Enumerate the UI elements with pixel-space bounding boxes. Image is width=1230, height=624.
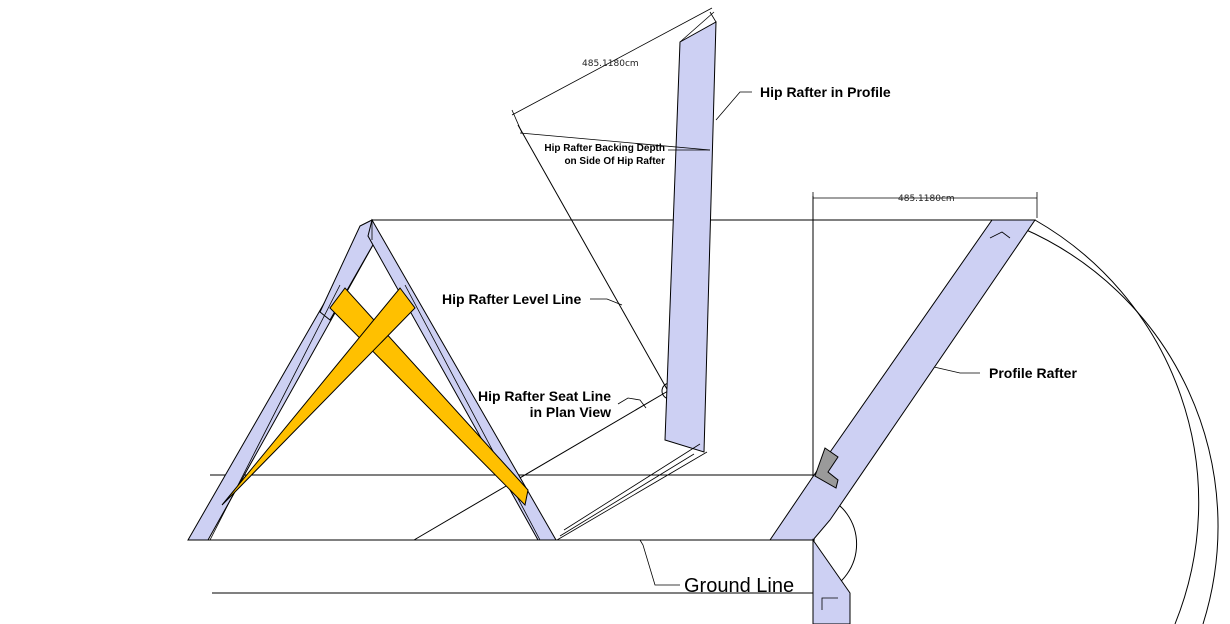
hip-plan-frame: [187, 218, 557, 541]
seat-line-label-2: in Plan View: [530, 404, 612, 420]
brace-group: [221, 287, 529, 507]
birdsmouth-notch: [814, 447, 839, 489]
profile-dimension: 485.1180cm: [812, 192, 1038, 218]
hip-dimension-label: 485.1180cm: [582, 59, 639, 69]
hip-rafter-profile: [556, 11, 717, 541]
label-group: Hip Rafter in Profile Hip Rafter Backing…: [442, 84, 1077, 597]
seat-line-plan: [413, 390, 669, 541]
backing-depth-label-1: Hip Rafter Backing Depth: [544, 143, 665, 154]
profile-rafter-top-notch: [989, 231, 1011, 239]
backing-depth-label-2: on Side Of Hip Rafter: [564, 156, 665, 167]
hip-plan-right-inner: [404, 284, 541, 541]
hip-plan-right-outer: [367, 218, 557, 541]
brace-right-to-left: [221, 287, 416, 506]
leader-level-line: [590, 298, 623, 306]
leader-profile-rafter: [933, 366, 980, 374]
post-notch: [821, 597, 838, 610]
swing-arc: [1034, 219, 1200, 624]
hip-rafter-foot-b: [563, 443, 701, 531]
leader-seat-line: [617, 397, 647, 409]
swing-arc-inner: [1021, 227, 1219, 624]
hip-rafter-top-edge: [709, 11, 717, 23]
hip-rafter-profile-label: Hip Rafter in Profile: [760, 84, 891, 100]
hip-rafter-foot-c: [559, 453, 695, 537]
hip-dimension-line: [511, 7, 713, 116]
profile-rafter-post: [812, 538, 851, 624]
hip-dimension-tick-a: [511, 109, 523, 134]
level-line: [517, 124, 669, 392]
hip-backing-line: [519, 132, 711, 151]
hip-rafter-body: [664, 21, 717, 453]
profile-dimension-label: 485.1180cm: [898, 194, 955, 204]
profile-rafter: [769, 219, 1036, 624]
leader-lines: [590, 91, 980, 586]
hip-rafter-top-bevel: [679, 11, 715, 43]
hip-rafter-foot-a: [556, 451, 708, 541]
leader-hip-profile: [715, 91, 752, 121]
ground-line-label: Ground Line: [684, 575, 794, 597]
leader-ground-line: [639, 539, 680, 586]
hip-plan-left-inner: [209, 284, 341, 541]
hip-dimension: 485.1180cm: [511, 7, 713, 151]
level-line-label: Hip Rafter Level Line: [442, 291, 581, 307]
seat-line-label-1: Hip Rafter Seat Line: [478, 388, 611, 404]
profile-rafter-label: Profile Rafter: [989, 365, 1077, 381]
